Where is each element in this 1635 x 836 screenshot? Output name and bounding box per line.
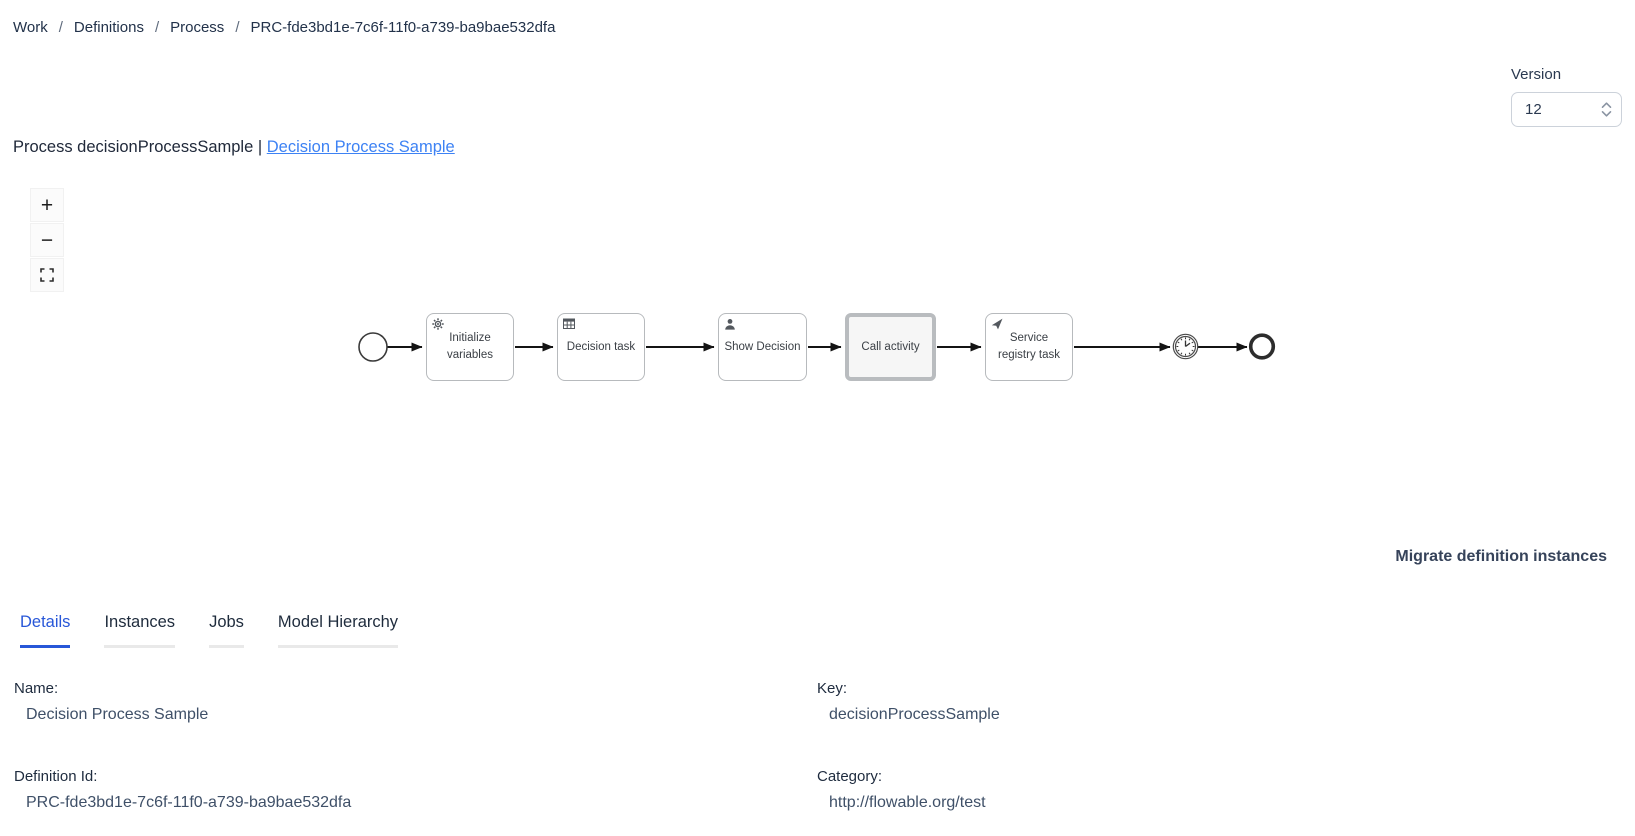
tab-model-hierarchy[interactable]: Model Hierarchy <box>277 613 399 648</box>
breadcrumb-item-work[interactable]: Work <box>13 19 48 36</box>
zoom-in-button[interactable]: + <box>30 188 64 222</box>
breadcrumb-separator: / <box>154 19 160 36</box>
field-value: decisionProcessSample <box>829 706 1000 723</box>
page-title: Process decisionProcessSample | Decision… <box>13 138 455 157</box>
breadcrumb-item-definition-id: PRC-fde3bd1e-7c6f-11f0-a739-ba9bae532dfa <box>250 19 556 36</box>
field-label: Definition Id: <box>14 768 98 785</box>
version-label: Version <box>1511 66 1562 83</box>
task-label: Initialize variables <box>446 332 494 361</box>
table-icon <box>563 318 575 329</box>
field-definition-id: Definition Id: PRC-fde3bd1e-7c6f-11f0-a7… <box>14 768 817 812</box>
field-value: http://flowable.org/test <box>829 794 986 811</box>
field-name: Name: Decision Process Sample <box>14 680 817 724</box>
task-label: Call activity <box>861 340 920 353</box>
end-event <box>1248 333 1276 360</box>
version-select[interactable]: 12 <box>1511 92 1622 127</box>
stepper-chevrons-icon <box>1601 102 1612 117</box>
breadcrumb-separator: / <box>58 19 63 36</box>
task-label: Service registry task <box>998 332 1060 361</box>
task-decision-task: Decision task <box>557 313 645 381</box>
field-label: Key: <box>817 680 848 697</box>
page-title-prefix: Process decisionProcessSample | <box>13 138 267 156</box>
breadcrumb-item-process[interactable]: Process <box>170 19 225 36</box>
detail-tabs: Details Instances Jobs Model Hierarchy <box>20 613 399 648</box>
tab-details[interactable]: Details <box>20 613 71 648</box>
field-key: Key: decisionProcessSample <box>817 680 1635 724</box>
version-selector: Version 12 <box>1511 66 1622 127</box>
migrate-definition-instances-button[interactable]: Migrate definition instances <box>1389 547 1613 567</box>
user-icon <box>725 319 735 330</box>
field-value: PRC-fde3bd1e-7c6f-11f0-a739-ba9bae532dfa <box>26 794 352 811</box>
task-call-activity: Call activity <box>845 313 936 381</box>
start-event <box>358 332 388 362</box>
task-initialize-variables: Initialize variables <box>426 313 514 381</box>
tab-jobs[interactable]: Jobs <box>209 613 244 648</box>
field-category: Category: http://flowable.org/test <box>817 768 1635 812</box>
tab-instances[interactable]: Instances <box>104 613 176 648</box>
diagram-zoom-controls: + − <box>30 188 64 292</box>
breadcrumb-item-definitions[interactable]: Definitions <box>73 19 144 36</box>
task-label: Decision task <box>566 340 636 353</box>
details-panel: Name: Decision Process Sample Key: decis… <box>14 680 1635 812</box>
gear-icon <box>432 318 444 330</box>
timer-intermediate-event <box>1172 333 1199 360</box>
task-label: Show Decision <box>724 340 801 353</box>
field-label: Category: <box>817 768 883 785</box>
process-model-link[interactable]: Decision Process Sample <box>266 138 455 156</box>
clock-icon <box>1176 337 1195 356</box>
task-show-decision: Show Decision <box>718 313 807 381</box>
zoom-out-button[interactable]: − <box>30 223 64 257</box>
breadcrumb: Work / Definitions / Process / PRC-fde3b… <box>13 19 555 36</box>
breadcrumb-separator: / <box>235 19 240 36</box>
version-value: 12 <box>1525 101 1542 118</box>
fit-viewport-button[interactable] <box>30 258 64 292</box>
field-label: Name: <box>14 680 59 697</box>
send-icon <box>991 318 1003 330</box>
fullscreen-icon <box>40 268 54 282</box>
field-value: Decision Process Sample <box>26 706 209 723</box>
task-service-registry: Service registry task <box>985 313 1073 381</box>
